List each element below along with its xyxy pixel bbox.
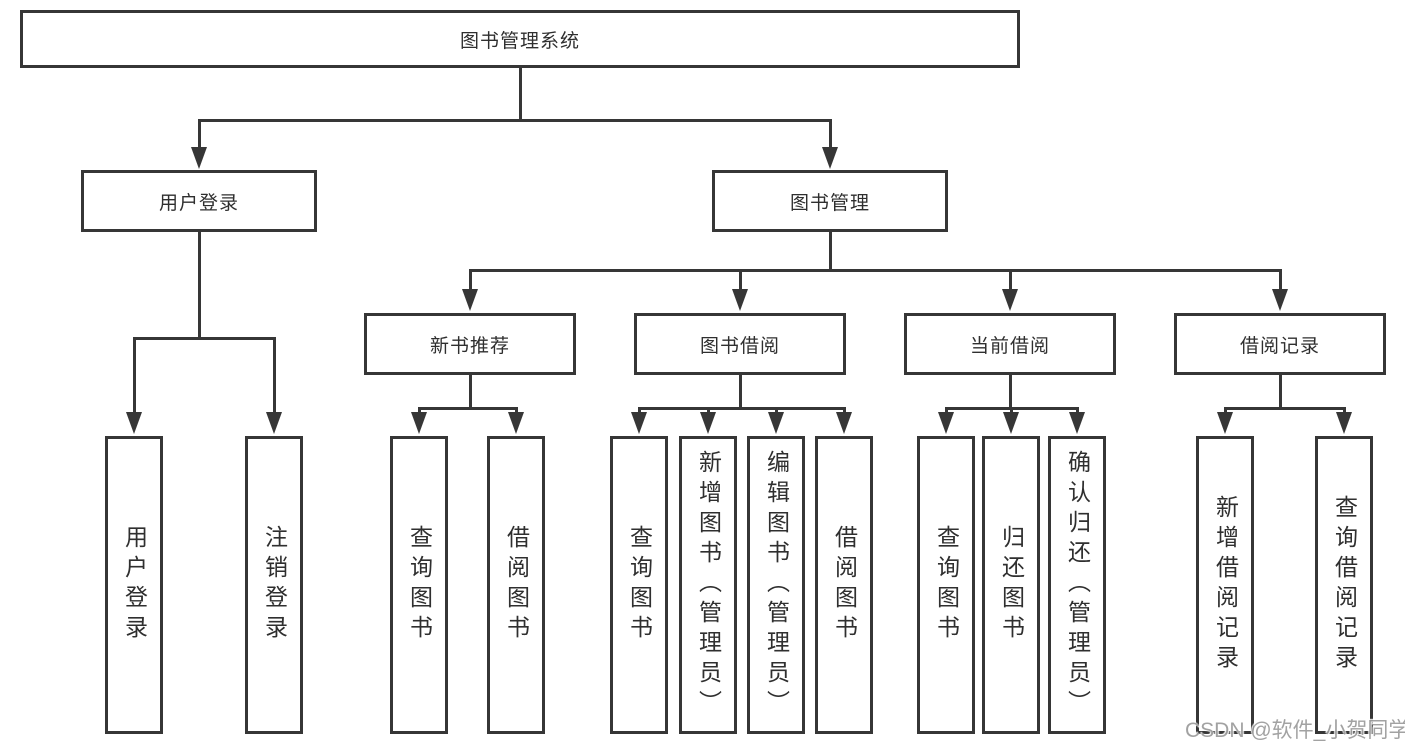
arrowhead-icon bbox=[1272, 289, 1288, 311]
leaf-logout: 注销登录 bbox=[245, 436, 303, 734]
leaf-add-borrow-record: 新增借阅记录 bbox=[1196, 436, 1254, 734]
connector-line bbox=[738, 270, 742, 295]
arrowhead-icon bbox=[768, 412, 784, 434]
leaf-search-borrow-record: 查询借阅记录 bbox=[1315, 436, 1373, 734]
leaf-return-books: 归还图书 bbox=[982, 436, 1040, 734]
node-new-book-recommendation: 新书推荐 bbox=[364, 313, 576, 375]
arrowhead-icon bbox=[1217, 412, 1233, 434]
leaf-label: 编辑图书（管理员） bbox=[763, 450, 790, 720]
arrowhead-icon bbox=[191, 147, 207, 169]
leaf-label: 用户登录 bbox=[121, 525, 148, 645]
arrowhead-icon bbox=[126, 412, 142, 434]
arrowhead-icon bbox=[700, 412, 716, 434]
connector-line bbox=[1278, 375, 1282, 410]
arrowhead-icon bbox=[938, 412, 954, 434]
node-label: 用户登录 bbox=[158, 192, 239, 214]
arrowhead-icon bbox=[266, 412, 282, 434]
leaf-label: 查询图书 bbox=[626, 525, 653, 645]
leaf-search-books: 查询图书 bbox=[917, 436, 975, 734]
connector-line bbox=[468, 268, 1282, 272]
connector-line bbox=[637, 406, 846, 410]
node-library-management-system: 图书管理系统 bbox=[20, 10, 1020, 68]
arrowhead-icon bbox=[462, 289, 478, 311]
node-label: 新书推荐 bbox=[429, 335, 510, 357]
leaf-label: 归还图书 bbox=[998, 525, 1025, 645]
leaf-user-login: 用户登录 bbox=[105, 436, 163, 734]
node-book-borrowing: 图书借阅 bbox=[634, 313, 846, 375]
node-book-management: 图书管理 bbox=[712, 170, 948, 232]
arrowhead-icon bbox=[631, 412, 647, 434]
connector-line bbox=[197, 232, 201, 340]
node-label: 图书管理 bbox=[789, 192, 870, 214]
node-label: 当前借阅 bbox=[969, 335, 1050, 357]
node-label: 图书管理系统 bbox=[459, 30, 580, 52]
node-user-login: 用户登录 bbox=[81, 170, 317, 232]
node-borrowing-records: 借阅记录 bbox=[1174, 313, 1386, 375]
connector-line bbox=[738, 375, 742, 410]
connector-line bbox=[197, 118, 832, 122]
leaf-label: 新增图书（管理员） bbox=[695, 450, 722, 720]
node-label: 图书借阅 bbox=[699, 335, 780, 357]
arrowhead-icon bbox=[508, 412, 524, 434]
leaf-label: 新增借阅记录 bbox=[1212, 495, 1239, 675]
leaf-label: 借阅图书 bbox=[503, 525, 530, 645]
connector-line bbox=[828, 120, 832, 153]
connector-line bbox=[197, 120, 201, 153]
arrowhead-icon bbox=[1003, 412, 1019, 434]
connector-line bbox=[272, 338, 276, 418]
leaf-borrow-books: 借阅图书 bbox=[815, 436, 873, 734]
leaf-borrow-books: 借阅图书 bbox=[487, 436, 545, 734]
arrowhead-icon bbox=[822, 147, 838, 169]
leaf-search-books: 查询图书 bbox=[610, 436, 668, 734]
arrowhead-icon bbox=[1069, 412, 1085, 434]
connector-line bbox=[468, 375, 472, 410]
leaf-label: 确认归还（管理员） bbox=[1064, 450, 1091, 720]
leaf-label: 查询借阅记录 bbox=[1331, 495, 1358, 675]
connector-line bbox=[1223, 406, 1346, 410]
leaf-label: 查询图书 bbox=[933, 525, 960, 645]
node-current-borrowing: 当前借阅 bbox=[904, 313, 1116, 375]
connector-line bbox=[132, 336, 276, 340]
connector-line bbox=[1008, 270, 1012, 295]
connector-line bbox=[518, 68, 522, 122]
leaf-label: 借阅图书 bbox=[831, 525, 858, 645]
leaf-edit-book-admin: 编辑图书（管理员） bbox=[747, 436, 805, 734]
node-label: 借阅记录 bbox=[1239, 335, 1320, 357]
connector-line bbox=[1008, 375, 1012, 410]
arrowhead-icon bbox=[1336, 412, 1352, 434]
leaf-search-books: 查询图书 bbox=[390, 436, 448, 734]
arrowhead-icon bbox=[411, 412, 427, 434]
connector-line bbox=[132, 338, 136, 418]
csdn-watermark: CSDN @软件_小贺同学 bbox=[1185, 719, 1405, 742]
leaf-add-book-admin: 新增图书（管理员） bbox=[679, 436, 737, 734]
connector-line bbox=[828, 232, 832, 272]
connector-line bbox=[468, 270, 472, 295]
leaf-label: 注销登录 bbox=[261, 525, 288, 645]
leaf-confirm-return-admin: 确认归还（管理员） bbox=[1048, 436, 1106, 734]
arrowhead-icon bbox=[836, 412, 852, 434]
arrowhead-icon bbox=[732, 289, 748, 311]
connector-line bbox=[417, 406, 518, 410]
arrowhead-icon bbox=[1002, 289, 1018, 311]
leaf-label: 查询图书 bbox=[406, 525, 433, 645]
connector-line bbox=[1278, 270, 1282, 295]
